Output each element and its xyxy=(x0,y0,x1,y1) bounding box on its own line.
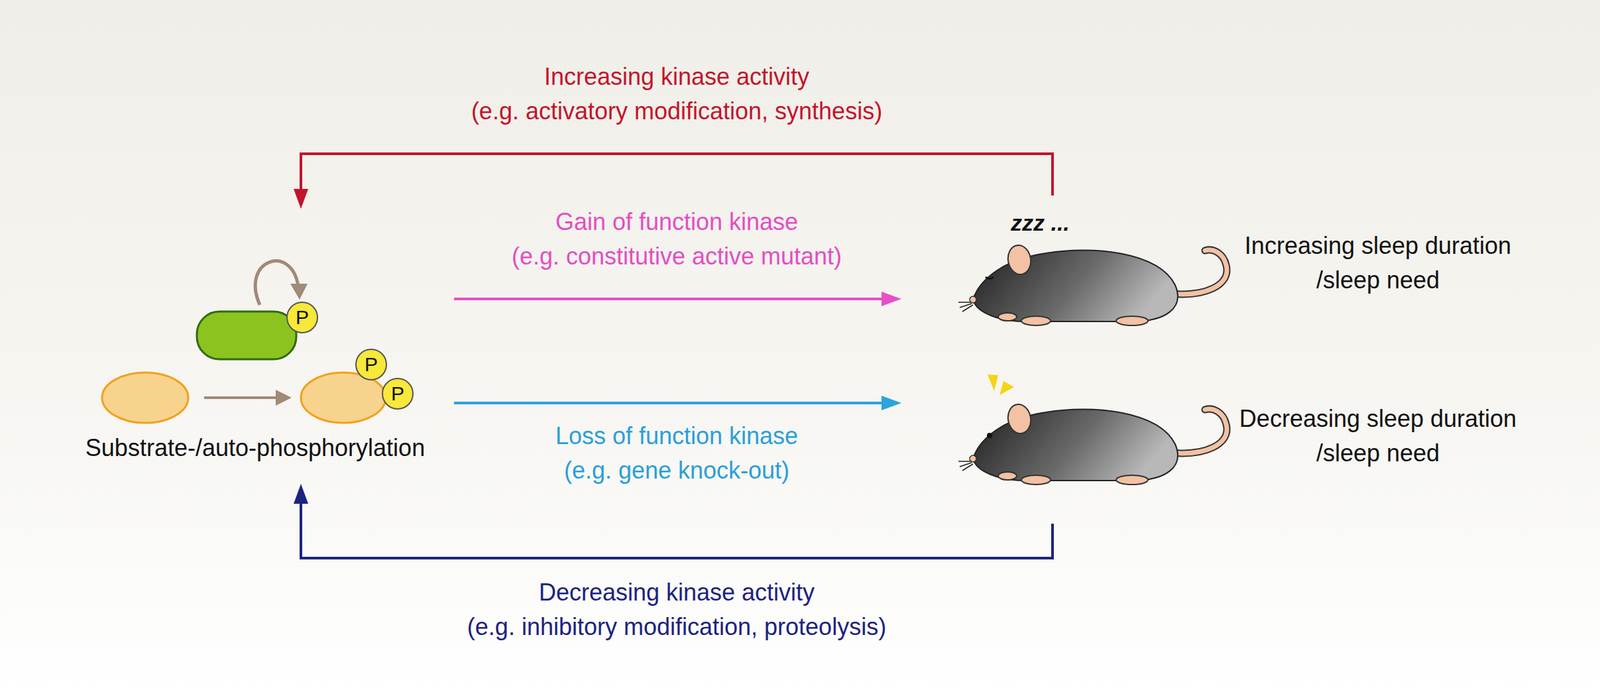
node-text: Decreasing sleep duration /sleep need xyxy=(1239,401,1517,471)
awake-mouse: Decreasing sleep duration /sleep need xyxy=(901,384,1585,524)
connector xyxy=(293,153,1053,209)
edge-label: Increasing kinase activity (e.g. activat… xyxy=(471,59,883,129)
edge-label: Decreasing kinase activity (e.g. inhibit… xyxy=(467,575,887,645)
edge-label: Gain of function kinase (e.g. constituti… xyxy=(511,204,842,274)
sleep-mouse: Increasing sleep duration /sleep need xyxy=(901,195,1585,332)
connector xyxy=(454,291,902,307)
phospho-circle: P xyxy=(286,301,319,334)
phospho-circle: P xyxy=(355,348,388,381)
phospho-label: P xyxy=(364,353,378,376)
phospho-label: P xyxy=(391,382,405,405)
connector xyxy=(454,395,902,411)
sleep-mark: zzz ... xyxy=(1010,206,1070,240)
phospho-label: P xyxy=(295,306,309,329)
phospho-circle: P xyxy=(381,377,414,410)
node-text: Increasing sleep duration /sleep need xyxy=(1244,228,1512,298)
connector xyxy=(293,483,1053,559)
edge-label: Loss of function kinase (e.g. gene knock… xyxy=(555,418,799,488)
node-text: Substrate-/auto-phosphorylation xyxy=(85,430,425,466)
kinase-group: Substrate-/auto-phosphorylationPPP xyxy=(86,208,455,484)
